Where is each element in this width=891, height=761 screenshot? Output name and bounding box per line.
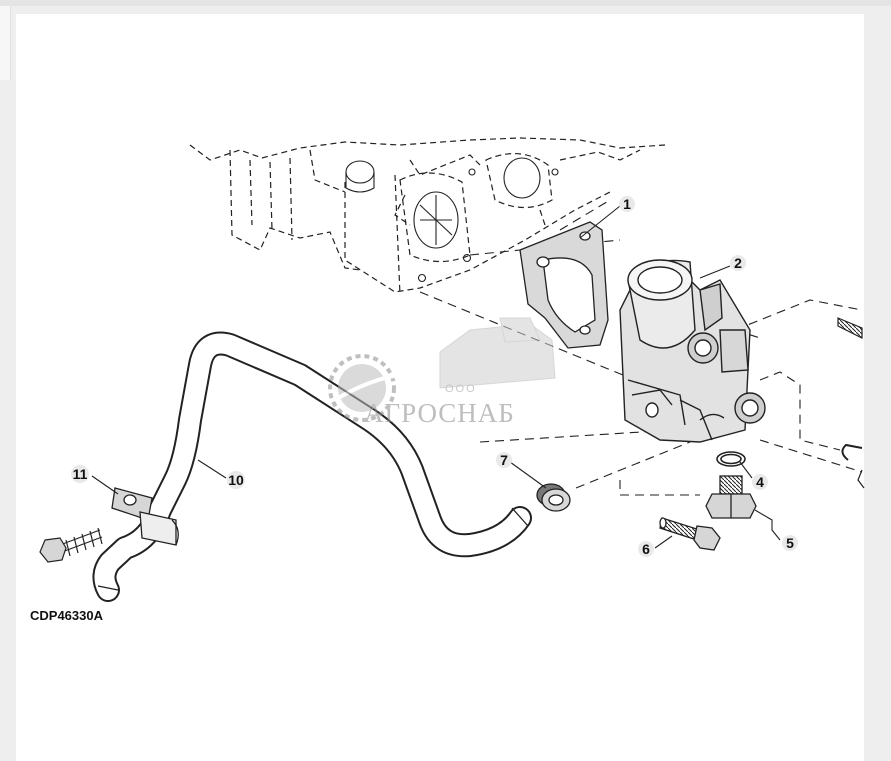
leader-lines <box>91 205 781 549</box>
watermark-prefix: ООО <box>445 383 477 395</box>
hose-clamp <box>111 487 179 546</box>
callout-11: 11 <box>73 466 88 482</box>
callout-7: 7 <box>500 452 508 468</box>
right-side-bolts <box>837 317 865 489</box>
callout-4: 4 <box>756 474 764 490</box>
callout-6: 6 <box>642 541 650 557</box>
hose-fitting <box>536 483 571 512</box>
watermark: ООО АГРОСНАБ <box>328 317 561 428</box>
thermostat-housing <box>619 259 766 443</box>
engine-block-detail <box>345 157 559 283</box>
top-bar <box>0 0 891 6</box>
cap-screw <box>659 517 721 551</box>
watermark-name: АГРОСНАБ <box>364 398 515 428</box>
figure-code: CDP46330A <box>30 608 104 623</box>
watermark-tractor-icon <box>439 317 556 389</box>
gasket <box>519 221 609 349</box>
spring-bolt <box>39 527 103 563</box>
callout-1: 1 <box>623 196 631 212</box>
callout-2: 2 <box>734 255 742 271</box>
callout-10: 10 <box>228 472 244 488</box>
drain-plug <box>705 475 757 519</box>
engine-block <box>189 137 666 296</box>
coolant-hose <box>92 331 532 602</box>
o-ring <box>716 451 746 467</box>
callout-5: 5 <box>786 535 794 551</box>
callouts: 1 2 4 5 6 7 10 11 <box>71 196 798 557</box>
watermark-gear-icon <box>328 354 396 422</box>
left-strip <box>0 6 11 80</box>
